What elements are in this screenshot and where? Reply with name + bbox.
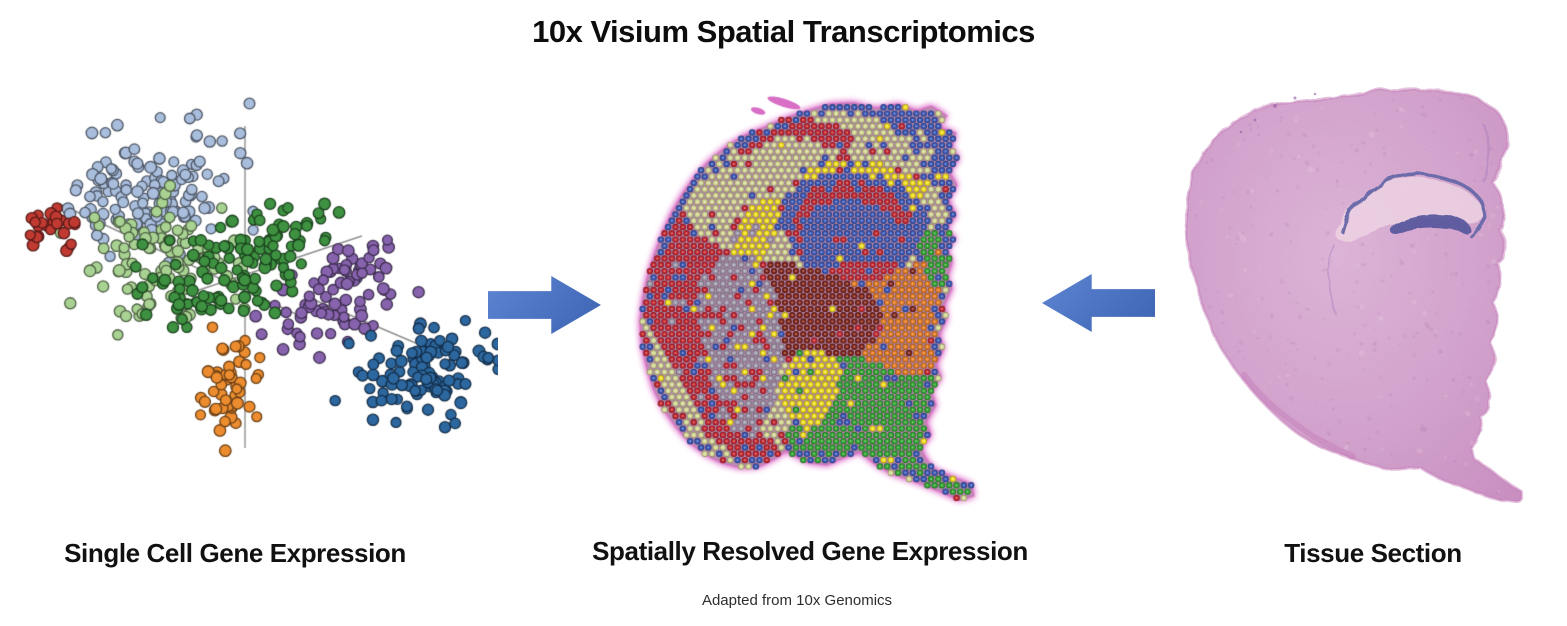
tissue-bottom-shade: [1240, 371, 1356, 459]
single-cell-label: Single Cell Gene Expression: [64, 538, 406, 568]
single-cell-scatter-plot: [22, 96, 498, 472]
right-pointing-arrow-icon: [488, 276, 601, 334]
internal-capsule-line: [1328, 243, 1338, 317]
dentate-gyrus-lens: [1389, 213, 1471, 235]
hippocampus-outline: [1341, 172, 1486, 238]
hippocampus-fill: [1335, 177, 1483, 241]
debris-specks: [1239, 92, 1317, 134]
cortex-fold-line: [1479, 123, 1491, 181]
tissue-body: [1184, 86, 1526, 505]
left-pointing-arrow-icon: [1042, 274, 1155, 332]
tissue-label: Tissue Section: [1284, 538, 1462, 568]
spatial-label: Spatially Resolved Gene Expression: [592, 536, 1028, 566]
credit-caption: Adapted from 10x Genomics: [701, 592, 893, 609]
tissue-section-image: [1184, 86, 1526, 505]
spatial-gene-expression-map: [630, 92, 986, 510]
figure-title: 10x Visium Spatial Transcriptomics: [532, 14, 1035, 49]
